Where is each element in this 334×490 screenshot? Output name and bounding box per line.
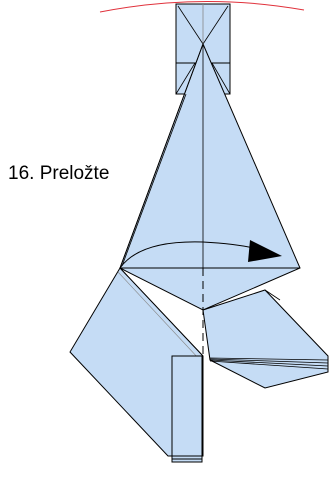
kite-body — [119, 42, 301, 311]
reference-arc — [99, 0, 305, 13]
fold-direction-arc — [119, 241, 263, 269]
step-label: 16. Preložte — [8, 163, 110, 184]
bottom-strip — [171, 355, 203, 463]
right-side-flap — [202, 289, 329, 389]
fold-arrow-head — [248, 240, 282, 262]
